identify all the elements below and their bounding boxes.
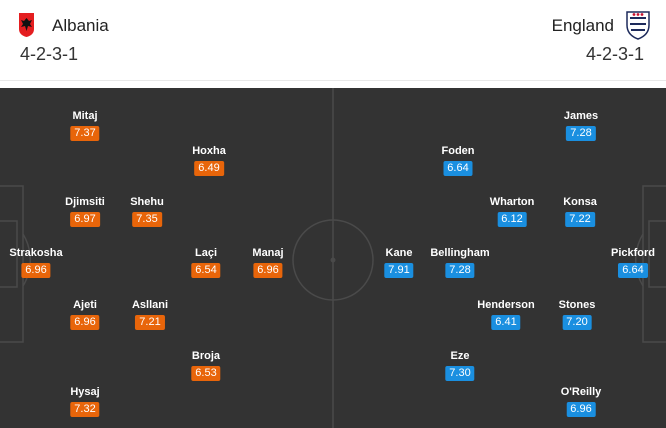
home-formation: 4-2-3-1 bbox=[20, 44, 79, 64]
player-name: Mitaj bbox=[72, 110, 98, 122]
player-rating: 7.91 bbox=[384, 263, 414, 278]
player-rating: 6.41 bbox=[491, 315, 521, 330]
player-rating: 7.22 bbox=[565, 212, 595, 227]
player-name: Djimsiti bbox=[65, 196, 105, 208]
player-rating: 7.30 bbox=[445, 366, 475, 381]
player-name: Hoxha bbox=[192, 145, 226, 157]
away-player-james[interactable]: James 7.28 bbox=[564, 109, 598, 141]
home-player-strakosha[interactable]: Strakosha 6.96 bbox=[9, 246, 63, 278]
player-name: O'Reilly bbox=[560, 386, 602, 398]
player-rating: 6.96 bbox=[566, 402, 596, 417]
home-player-hysaj[interactable]: Hysaj 7.32 bbox=[70, 385, 100, 417]
player-rating: 7.28 bbox=[445, 263, 475, 278]
player-name: Shehu bbox=[130, 196, 164, 208]
away-player-oreilly[interactable]: O'Reilly 6.96 bbox=[560, 385, 602, 417]
player-rating: 6.96 bbox=[70, 315, 100, 330]
player-name: Wharton bbox=[489, 196, 535, 208]
player-rating: 7.21 bbox=[135, 315, 165, 330]
home-player-laci[interactable]: Laçi 6.54 bbox=[191, 246, 221, 278]
home-player-ajeti[interactable]: Ajeti 6.96 bbox=[70, 298, 100, 330]
header-divider bbox=[0, 80, 666, 81]
player-name: Bellingham bbox=[430, 247, 490, 259]
player-rating: 6.97 bbox=[70, 212, 100, 227]
away-team-name[interactable]: England bbox=[551, 16, 614, 35]
home-player-asllani[interactable]: Asllani 7.21 bbox=[132, 298, 168, 330]
player-name: James bbox=[563, 110, 599, 122]
player-name: Broja bbox=[191, 350, 221, 362]
away-formation: 4-2-3-1 bbox=[585, 44, 644, 64]
england-crest-icon bbox=[625, 10, 651, 45]
player-name: Hysaj bbox=[70, 386, 100, 398]
player-name: Asllani bbox=[131, 299, 169, 311]
player-rating: 7.35 bbox=[132, 212, 162, 227]
away-player-bellingham[interactable]: Bellingham 7.28 bbox=[430, 246, 490, 278]
player-name: Henderson bbox=[477, 299, 535, 311]
player-name: Ajeti bbox=[73, 299, 97, 311]
albania-crest-icon bbox=[18, 12, 35, 43]
player-name: Strakosha bbox=[9, 247, 63, 259]
player-rating: 6.12 bbox=[497, 212, 527, 227]
away-player-wharton[interactable]: Wharton 6.12 bbox=[489, 195, 535, 227]
home-player-hoxha[interactable]: Hoxha 6.49 bbox=[192, 144, 226, 176]
player-name: Foden bbox=[441, 145, 475, 157]
home-player-mitaj[interactable]: Mitaj 7.37 bbox=[70, 109, 100, 141]
player-name: Kane bbox=[385, 247, 413, 259]
player-name: Stones bbox=[558, 299, 596, 311]
away-player-kane[interactable]: Kane 7.91 bbox=[384, 246, 414, 278]
away-player-henderson[interactable]: Henderson 6.41 bbox=[477, 298, 535, 330]
player-rating: 6.54 bbox=[191, 263, 221, 278]
player-rating: 6.64 bbox=[618, 263, 648, 278]
player-rating: 6.49 bbox=[194, 161, 224, 176]
player-rating: 6.96 bbox=[253, 263, 283, 278]
player-rating: 7.32 bbox=[70, 402, 100, 417]
home-player-broja[interactable]: Broja 6.53 bbox=[191, 349, 221, 381]
match-lineup-header: Albania 4-2-3-1 England 4-2-3-1 bbox=[0, 0, 666, 80]
away-player-eze[interactable]: Eze 7.30 bbox=[445, 349, 475, 381]
player-name: Laçi bbox=[194, 247, 218, 259]
away-player-konsa[interactable]: Konsa 7.22 bbox=[563, 195, 597, 227]
away-player-foden[interactable]: Foden 6.64 bbox=[442, 144, 475, 176]
away-player-pickford[interactable]: Pickford 6.64 bbox=[611, 246, 655, 278]
pitch: Mitaj 7.37 Hoxha 6.49 Djimsiti 6.97 Sheh… bbox=[0, 88, 666, 428]
player-rating: 7.28 bbox=[566, 126, 596, 141]
home-player-djimsiti[interactable]: Djimsiti 6.97 bbox=[65, 195, 105, 227]
home-player-shehu[interactable]: Shehu 7.35 bbox=[130, 195, 164, 227]
player-name: Eze bbox=[450, 350, 470, 362]
player-rating: 7.20 bbox=[562, 315, 592, 330]
player-rating: 7.37 bbox=[70, 126, 100, 141]
player-rating: 6.64 bbox=[443, 161, 473, 176]
player-rating: 6.96 bbox=[21, 263, 51, 278]
home-team-name[interactable]: Albania bbox=[52, 16, 109, 35]
player-name: Pickford bbox=[610, 247, 656, 259]
player-name: Konsa bbox=[563, 196, 597, 208]
home-player-manaj[interactable]: Manaj 6.96 bbox=[252, 246, 284, 278]
player-rating: 6.53 bbox=[191, 366, 221, 381]
away-player-stones[interactable]: Stones 7.20 bbox=[558, 298, 596, 330]
player-name: Manaj bbox=[252, 247, 284, 259]
